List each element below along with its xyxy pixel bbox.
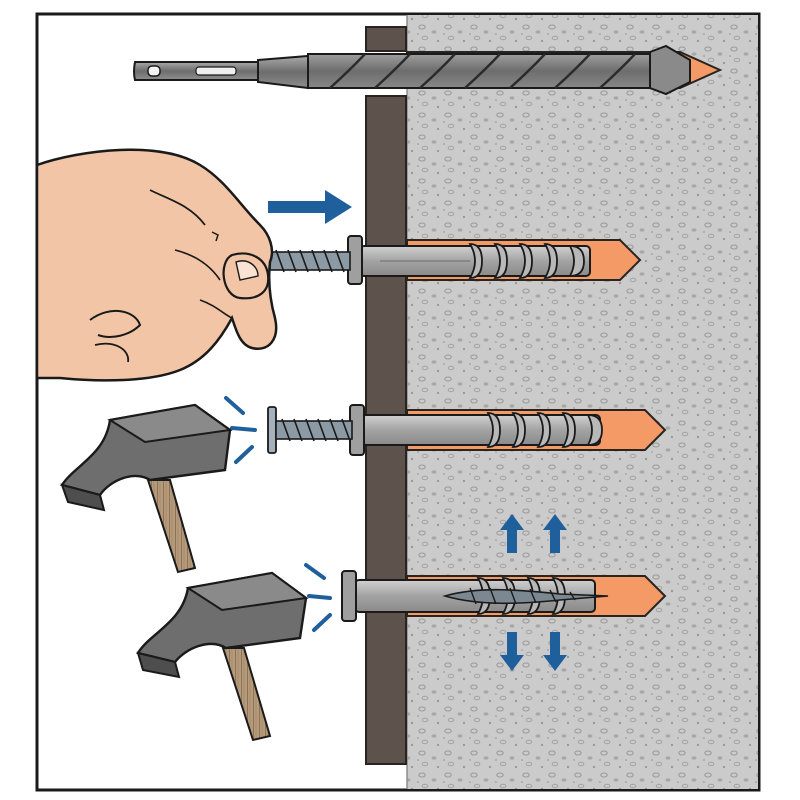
arrow-right-icon xyxy=(268,190,352,224)
step-drill-hole xyxy=(133,44,723,96)
plastic-plug-expanded xyxy=(341,570,609,622)
step-insert-anchor xyxy=(35,148,642,382)
screw xyxy=(269,249,351,273)
step-hammer-anchor xyxy=(60,396,667,574)
impact-lines-icon xyxy=(304,563,332,632)
arrow-up-icon xyxy=(500,514,567,553)
plastic-plug xyxy=(347,235,591,285)
drill-bit-icon xyxy=(133,44,691,96)
impact-lines-icon xyxy=(224,396,257,464)
screw xyxy=(267,406,353,454)
hammer-icon xyxy=(60,403,233,574)
wall-board-top-piece xyxy=(365,26,407,52)
concrete-wall xyxy=(407,15,758,789)
arrow-down-icon xyxy=(500,632,567,671)
hand-icon xyxy=(35,148,278,382)
plastic-plug xyxy=(349,404,603,456)
hammer-icon xyxy=(136,571,309,742)
step-anchor-expanded xyxy=(136,514,667,742)
